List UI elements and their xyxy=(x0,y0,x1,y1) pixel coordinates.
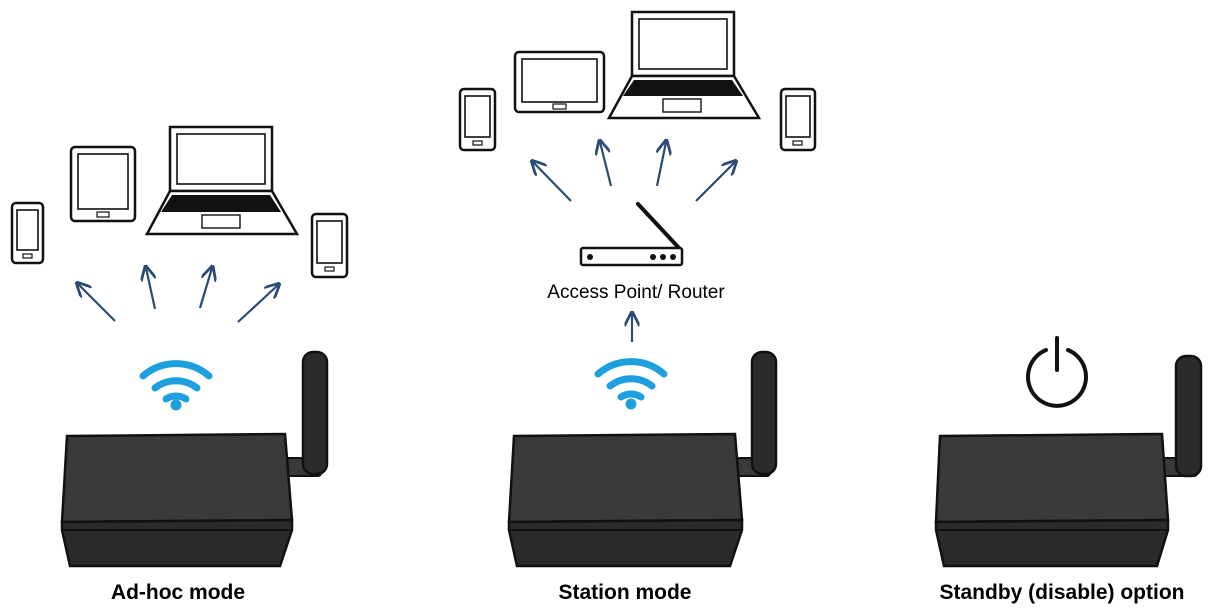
panel-caption: Ad-hoc mode xyxy=(111,581,245,604)
arrow xyxy=(237,285,278,323)
arrows xyxy=(533,142,735,202)
laptop-icon xyxy=(144,125,300,236)
arrows xyxy=(78,268,278,323)
wifi-icon xyxy=(594,358,668,410)
arrow xyxy=(655,142,666,187)
phone-icon xyxy=(779,87,817,152)
wifi-device xyxy=(507,350,778,568)
phone-icon xyxy=(458,87,497,152)
arrow xyxy=(695,162,735,202)
access-point-label: Access Point/ Router xyxy=(547,282,725,303)
arrow xyxy=(78,284,116,322)
tablet-icon xyxy=(69,145,137,223)
wifi-icon xyxy=(139,360,213,411)
tablet-icon xyxy=(513,50,606,114)
phone-icon xyxy=(310,212,349,279)
panel-caption: Standby (disable) option xyxy=(940,581,1185,604)
arrow xyxy=(146,268,155,310)
client-devices xyxy=(10,125,349,279)
panel-station: Access Point/ Router Station mode xyxy=(458,10,817,604)
router-icon xyxy=(579,202,684,267)
wifi-device xyxy=(934,354,1203,568)
panel-standby: Standby (disable) option xyxy=(934,336,1203,604)
laptop-icon xyxy=(606,10,762,120)
phone-icon xyxy=(10,201,45,265)
power-icon xyxy=(1026,336,1088,408)
arrow xyxy=(600,142,613,187)
panel-caption: Station mode xyxy=(558,581,691,604)
arrow xyxy=(198,268,212,309)
client-devices xyxy=(458,10,817,152)
panel-adhoc: Ad-hoc mode xyxy=(10,125,349,604)
wifi-device xyxy=(60,350,329,568)
arrow xyxy=(533,162,572,202)
